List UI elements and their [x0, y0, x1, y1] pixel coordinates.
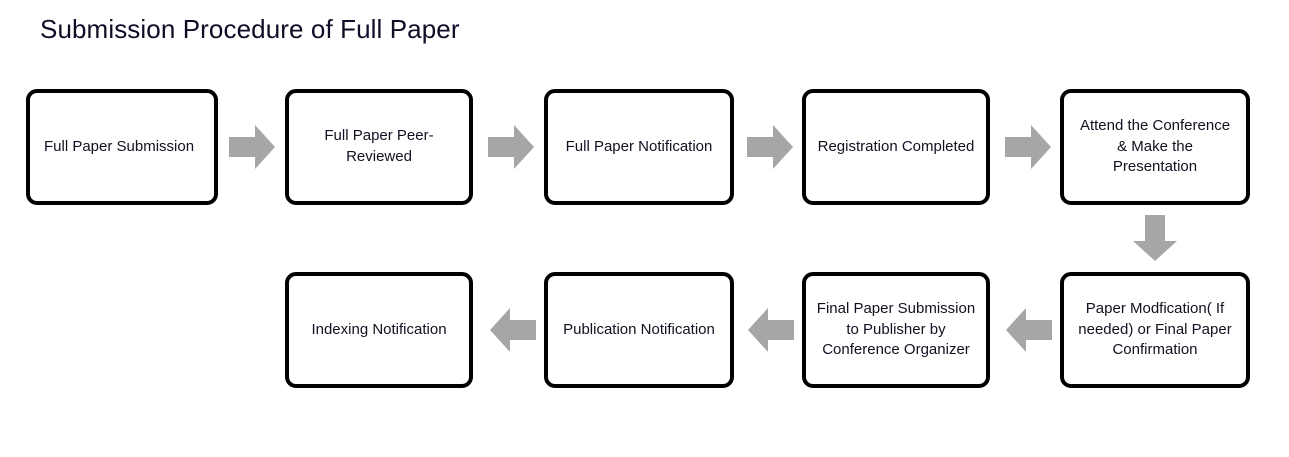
flow-node-attend-conference[interactable]: Attend the Conference & Make the Present…	[1060, 89, 1250, 205]
flow-node-publication-notification[interactable]: Publication Notification	[544, 272, 734, 388]
arrow-right-icon-n4-n5	[1005, 125, 1051, 169]
flow-node-label: Registration Completed	[817, 137, 975, 155]
flow-node-full-paper-peer-reviewed[interactable]: Full Paper Peer-Reviewed	[285, 89, 473, 205]
flow-node-label: Publication Notification	[563, 320, 715, 338]
flow-node-label: Indexing Notification	[311, 320, 447, 338]
flow-node-label: Paper Modfication( If needed) or Final P…	[1078, 299, 1232, 359]
flow-node-registration-completed[interactable]: Registration Completed	[802, 89, 990, 205]
arrow-down-icon-n5-n6	[1133, 215, 1177, 261]
arrow-left-icon-n6-n7	[1006, 308, 1052, 352]
arrow-right-icon-n1-n2	[229, 125, 275, 169]
flow-node-full-paper-submission[interactable]: Full Paper Submission	[26, 89, 218, 205]
flow-node-full-paper-notification[interactable]: Full Paper Notification	[544, 89, 734, 205]
arrow-right-icon-n3-n4	[747, 125, 793, 169]
flow-node-indexing-notification[interactable]: Indexing Notification	[285, 272, 473, 388]
flow-node-final-paper-submission[interactable]: Final Paper Submission to Publisher by C…	[802, 272, 990, 388]
flow-node-label: Final Paper Submission to Publisher by C…	[816, 299, 976, 359]
flow-node-label: Full Paper Peer-Reviewed	[324, 127, 434, 165]
arrow-right-icon-n2-n3	[488, 125, 534, 169]
arrow-left-icon-n7-n8	[748, 308, 794, 352]
flow-node-label: Attend the Conference & Make the Present…	[1079, 116, 1231, 176]
flow-node-label: Full Paper Submission	[44, 137, 195, 155]
flow-node-paper-modification[interactable]: Paper Modfication( If needed) or Final P…	[1060, 272, 1250, 388]
flow-node-label: Full Paper Notification	[565, 137, 713, 155]
page-title: Submission Procedure of Full Paper	[40, 14, 460, 44]
arrow-left-icon-n8-n9	[490, 308, 536, 352]
